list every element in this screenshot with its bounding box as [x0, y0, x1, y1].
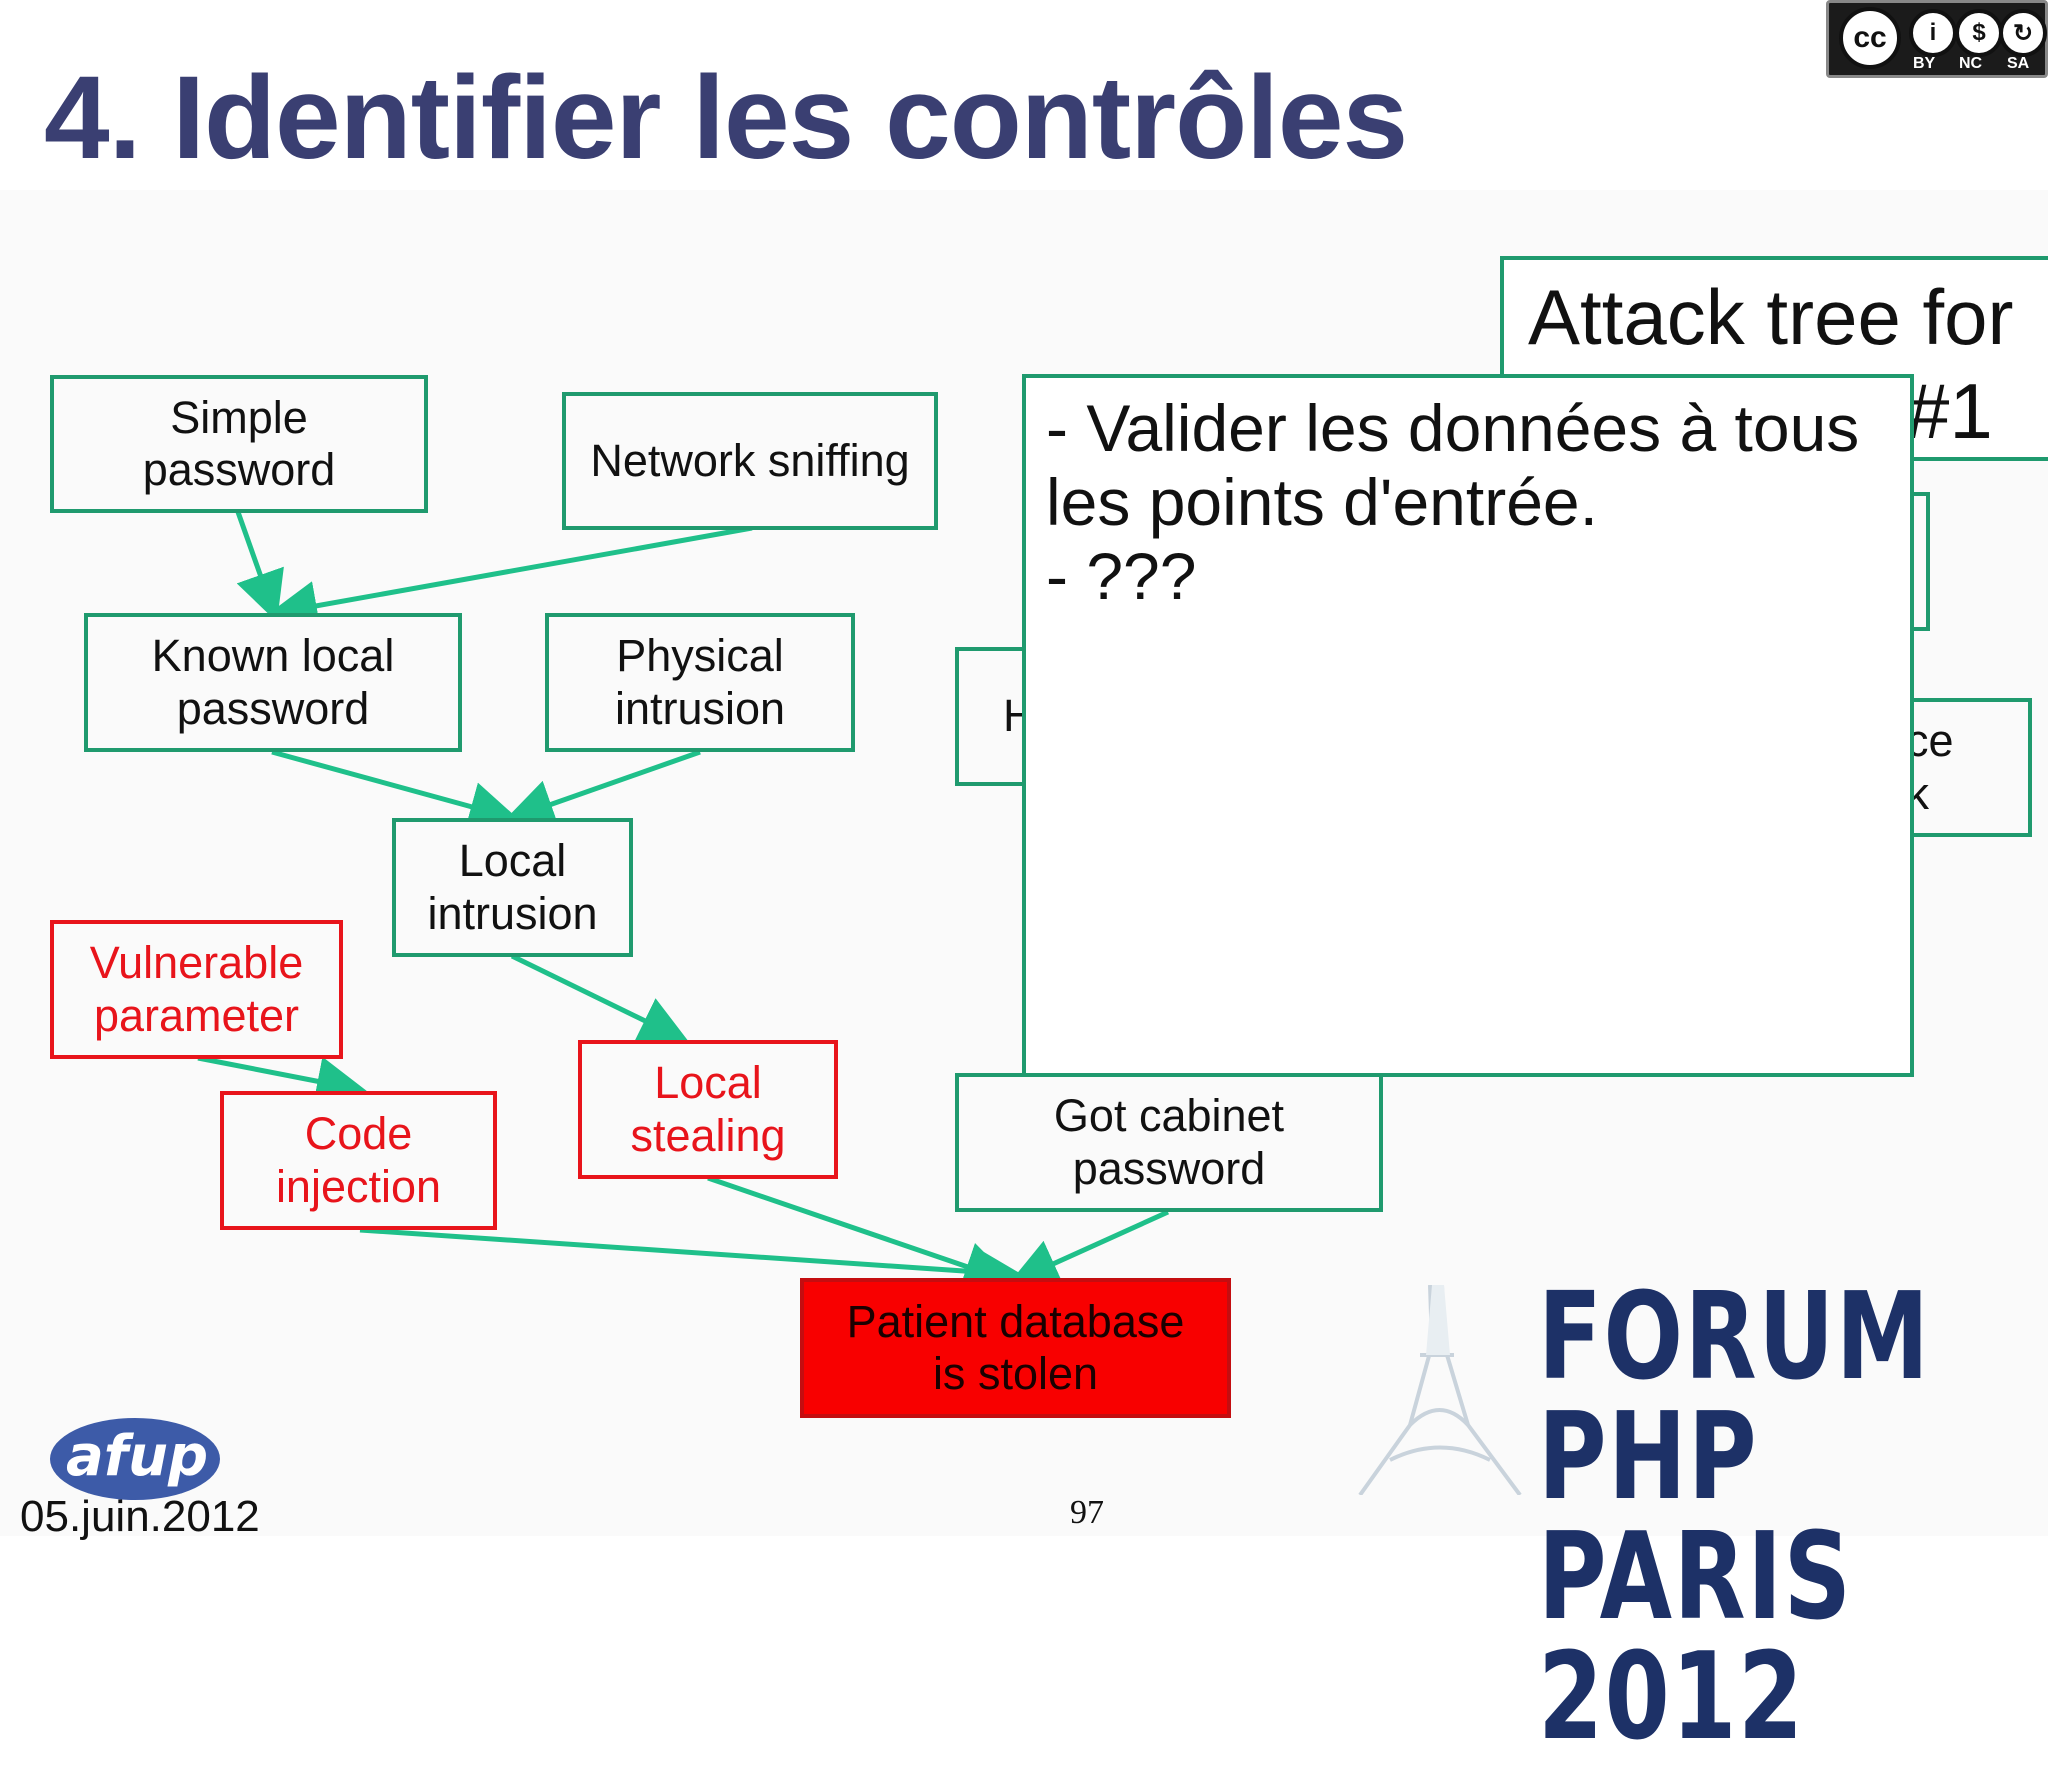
attack-tree-header-text: Attack tree for [1528, 273, 2014, 361]
nc-icon: $ [1955, 9, 2003, 57]
edge-physical-to-local [503, 749, 701, 828]
node-vulnerable-parameter: Vulnerable parameter [50, 920, 343, 1059]
node-physical-intrusion: Physical intrusion [545, 613, 855, 752]
cc-icon: cc [1839, 7, 1901, 69]
node-patient-database-stolen: Patient database is stolen [800, 1278, 1231, 1418]
node-simple-password: Simple password [50, 375, 428, 513]
node-code-injection: Code injection [220, 1091, 497, 1230]
edge-local-to-stealing [510, 953, 690, 1044]
afup-logo: afup [50, 1418, 220, 1500]
node-local-stealing: Local stealing [578, 1040, 838, 1179]
edge-cabinet-to-root [1008, 1209, 1170, 1287]
nc-label: NC [1959, 55, 1983, 72]
edge-known-to-local [271, 749, 520, 831]
controls-overlay: - Valider les données à tous les points … [1022, 374, 1914, 1077]
eiffel-tower-icon [1358, 1285, 1522, 1495]
edge-stealing-to-root [707, 1175, 1015, 1291]
edge-sniffing-to-known [267, 525, 753, 631]
sa-label: SA [2007, 55, 2030, 72]
edge-code-to-root [359, 1227, 1023, 1297]
afup-logo-text: afup [66, 1424, 209, 1489]
sa-icon: ↻ [1999, 9, 2047, 57]
page-number: 97 [1070, 1494, 1104, 1531]
tree-edges [197, 511, 1170, 1297]
node-got-cabinet-password: Got cabinet password [955, 1073, 1383, 1212]
slide-title: 4. Identifier les contrôles [44, 52, 1408, 184]
afup-logo-ellipse [50, 1418, 220, 1500]
forum-php-wordmark: FORUM PHP PARIS 2012 [1538, 1268, 1931, 1767]
by-label: BY [1913, 55, 1936, 72]
slide-date: 05.juin.2012 [20, 1492, 260, 1541]
edge-vulnerable-to-code [197, 1055, 367, 1106]
node-known-local-password: Known local password [84, 613, 462, 752]
node-local-intrusion: Local intrusion [392, 818, 633, 957]
node-network-sniffing: Network sniffing [562, 392, 938, 530]
edge-simple-to-known [235, 511, 284, 623]
cc-license-badge: cc i $ ↻ BY NC SA [1826, 0, 2048, 78]
attack-tree-header-suffix: #1 [1906, 367, 1993, 455]
